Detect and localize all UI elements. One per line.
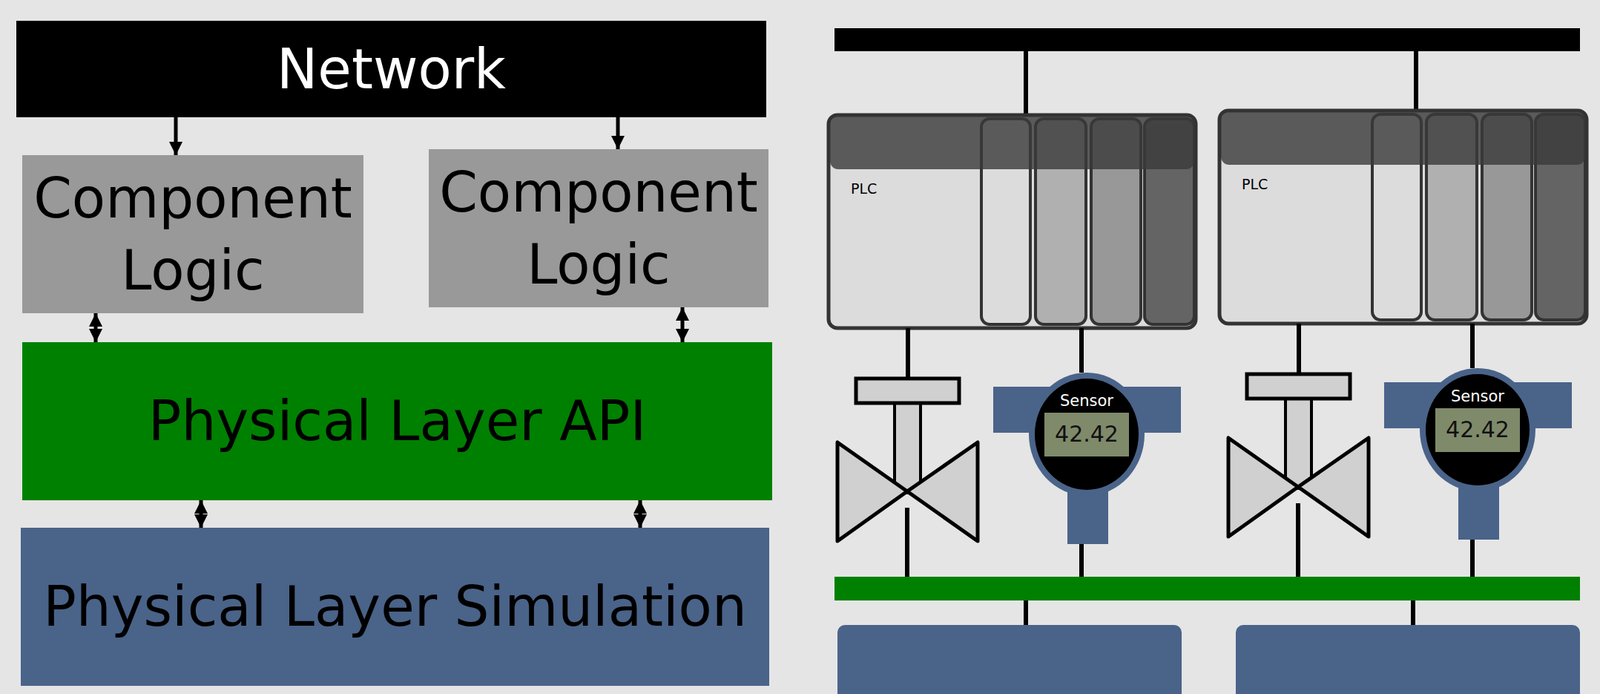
gauge-reading: 42.42: [1435, 407, 1520, 452]
network-bus: [834, 28, 1580, 52]
bus-drop: [1023, 51, 1029, 116]
flow-arrow: [174, 117, 179, 156]
valve-handle: [1246, 373, 1351, 399]
flow-arrow: [199, 499, 204, 528]
valve-body: [1298, 437, 1369, 537]
node-label: Physical Layer API: [148, 384, 647, 457]
valve-wire: [905, 327, 911, 379]
valve-stem: [894, 402, 921, 493]
gauge-reading: 42.42: [1044, 412, 1129, 457]
valve-body: [907, 442, 978, 541]
simulation-band: Physical Layer Simulation: [20, 527, 770, 686]
sensor-gauge: Sensor42.42: [1419, 367, 1536, 492]
valve-wire: [904, 507, 910, 577]
valve-wire: [1295, 502, 1301, 577]
plc-header: [830, 116, 1195, 170]
bus-drop: [1413, 51, 1419, 112]
sensor-wire: [1470, 537, 1475, 577]
plant-unit: [828, 114, 1196, 577]
node-label: Network: [276, 33, 506, 105]
physical-bus: [834, 576, 1580, 601]
valve-body: [837, 442, 908, 541]
flow-arrow: [616, 117, 621, 150]
gauge-label: Sensor: [1059, 392, 1114, 410]
node-label: PLC: [850, 180, 877, 197]
logic-box: Component Logic: [428, 149, 769, 308]
plc-box: PLC: [1219, 110, 1587, 324]
network-bar: Network: [16, 20, 767, 118]
plc-housing: [828, 114, 1196, 328]
gauge-label: Sensor: [1450, 387, 1505, 406]
node-label: PLC: [1241, 175, 1268, 193]
sensor-face: [1425, 373, 1530, 486]
api-band: Physical Layer API: [22, 341, 773, 500]
signal-wire: [1470, 323, 1475, 368]
node-label: Physical Layer Simulation: [43, 570, 747, 642]
sensor-gauge: Sensor 42.42: [1028, 372, 1145, 496]
sensor-wire: [1079, 541, 1084, 577]
sensor-ring: [1028, 372, 1145, 496]
flow-arrow: [680, 307, 685, 342]
node-label: Component Logic: [439, 156, 759, 299]
valve-stem: [1285, 398, 1312, 489]
valve-handle: [856, 378, 960, 403]
plant-unit: [1219, 110, 1587, 577]
sensor-face: [1034, 378, 1139, 490]
signal-wire: [1079, 327, 1084, 373]
plc-housing: [1219, 110, 1587, 324]
simulation-block: [1235, 624, 1580, 694]
logic-box: Component Logic: [22, 155, 364, 314]
simulation-block: [837, 624, 1182, 694]
sensor-ring: [1419, 367, 1536, 492]
bus-drop: [1023, 600, 1029, 626]
plc-header: [1220, 112, 1586, 165]
bus-drop: [1410, 600, 1416, 626]
valve-wire: [1296, 323, 1302, 374]
valve-body: [1228, 437, 1299, 537]
plc-box: PLC: [828, 114, 1196, 328]
flow-arrow: [94, 313, 98, 342]
node-label: Component Logic: [32, 162, 354, 305]
flow-arrow: [638, 499, 643, 528]
